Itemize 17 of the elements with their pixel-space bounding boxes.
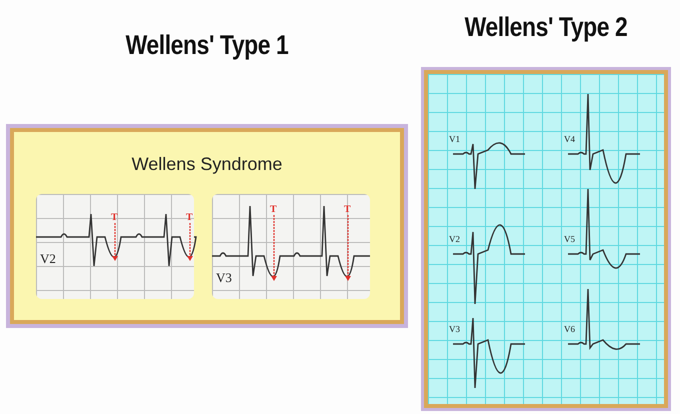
panel-title: Wellens Syndrome (130, 154, 284, 175)
wave-label: T (186, 212, 193, 223)
lead-label: V2 (40, 251, 56, 267)
panel-heading: Wellens' Type 1 (126, 30, 288, 61)
lead-label: V3 (449, 324, 460, 334)
ecg-strip (212, 194, 370, 299)
lead-label: V5 (564, 234, 575, 244)
wave-label: T (344, 204, 351, 215)
ecg-strip (36, 194, 194, 299)
lead-label: V1 (449, 134, 460, 144)
wave-label: T (270, 204, 277, 215)
panel-heading: Wellens' Type 2 (464, 12, 628, 43)
lead-label: V6 (564, 324, 575, 334)
lead-label: V4 (564, 134, 575, 144)
wave-label: T (111, 212, 118, 223)
lead-label: V2 (449, 234, 460, 244)
lead-label: V3 (216, 270, 232, 286)
